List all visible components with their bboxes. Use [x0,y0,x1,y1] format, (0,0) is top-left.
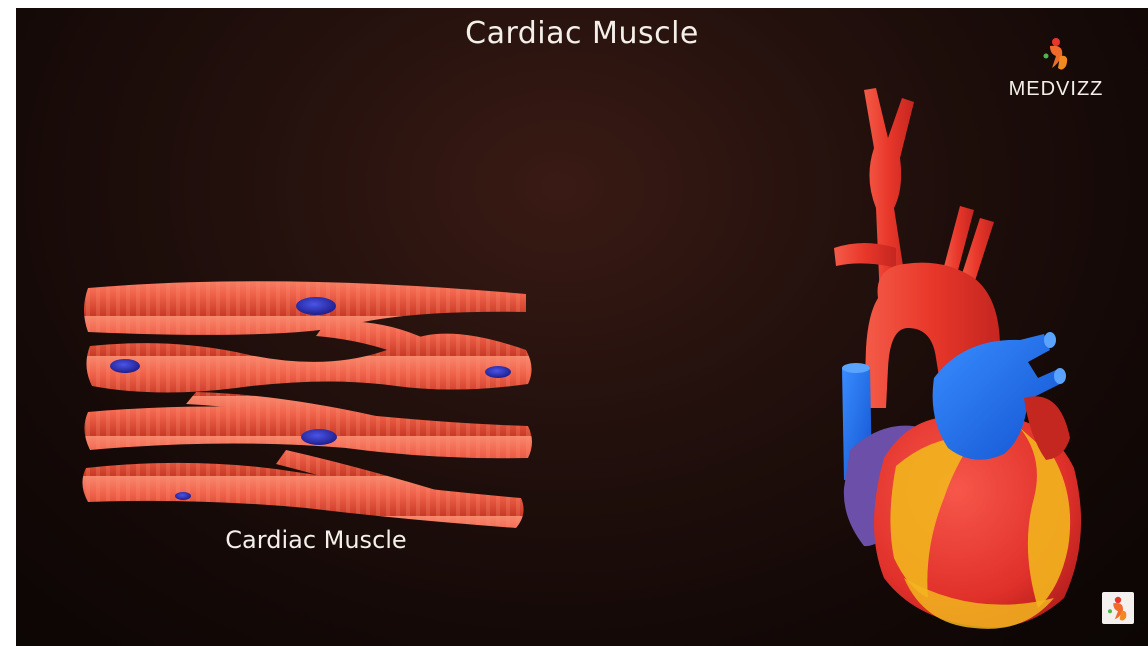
illustration-caption: Cardiac Muscle [186,526,446,554]
medvizz-logo-icon [1036,34,1076,74]
cardiac-muscle-fibers-illustration [76,276,556,536]
heart-illustration [824,78,1104,638]
nucleus [175,492,191,500]
artery [834,243,896,268]
channel-watermark-icon[interactable] [1102,592,1134,624]
muscle-fiber [86,334,531,393]
muscle-fiber [82,463,523,528]
medvizz-watermark-icon [1102,592,1134,624]
nucleus [296,297,336,315]
page-title: Cardiac Muscle [16,16,1148,51]
nucleus [110,359,140,373]
brand-logo: MEDVIZZ [1001,32,1111,112]
nucleus [301,429,337,445]
video-frame: Cardiac Muscle [16,8,1148,646]
brand-name: MEDVIZZ [1001,78,1111,101]
nucleus [485,366,511,378]
